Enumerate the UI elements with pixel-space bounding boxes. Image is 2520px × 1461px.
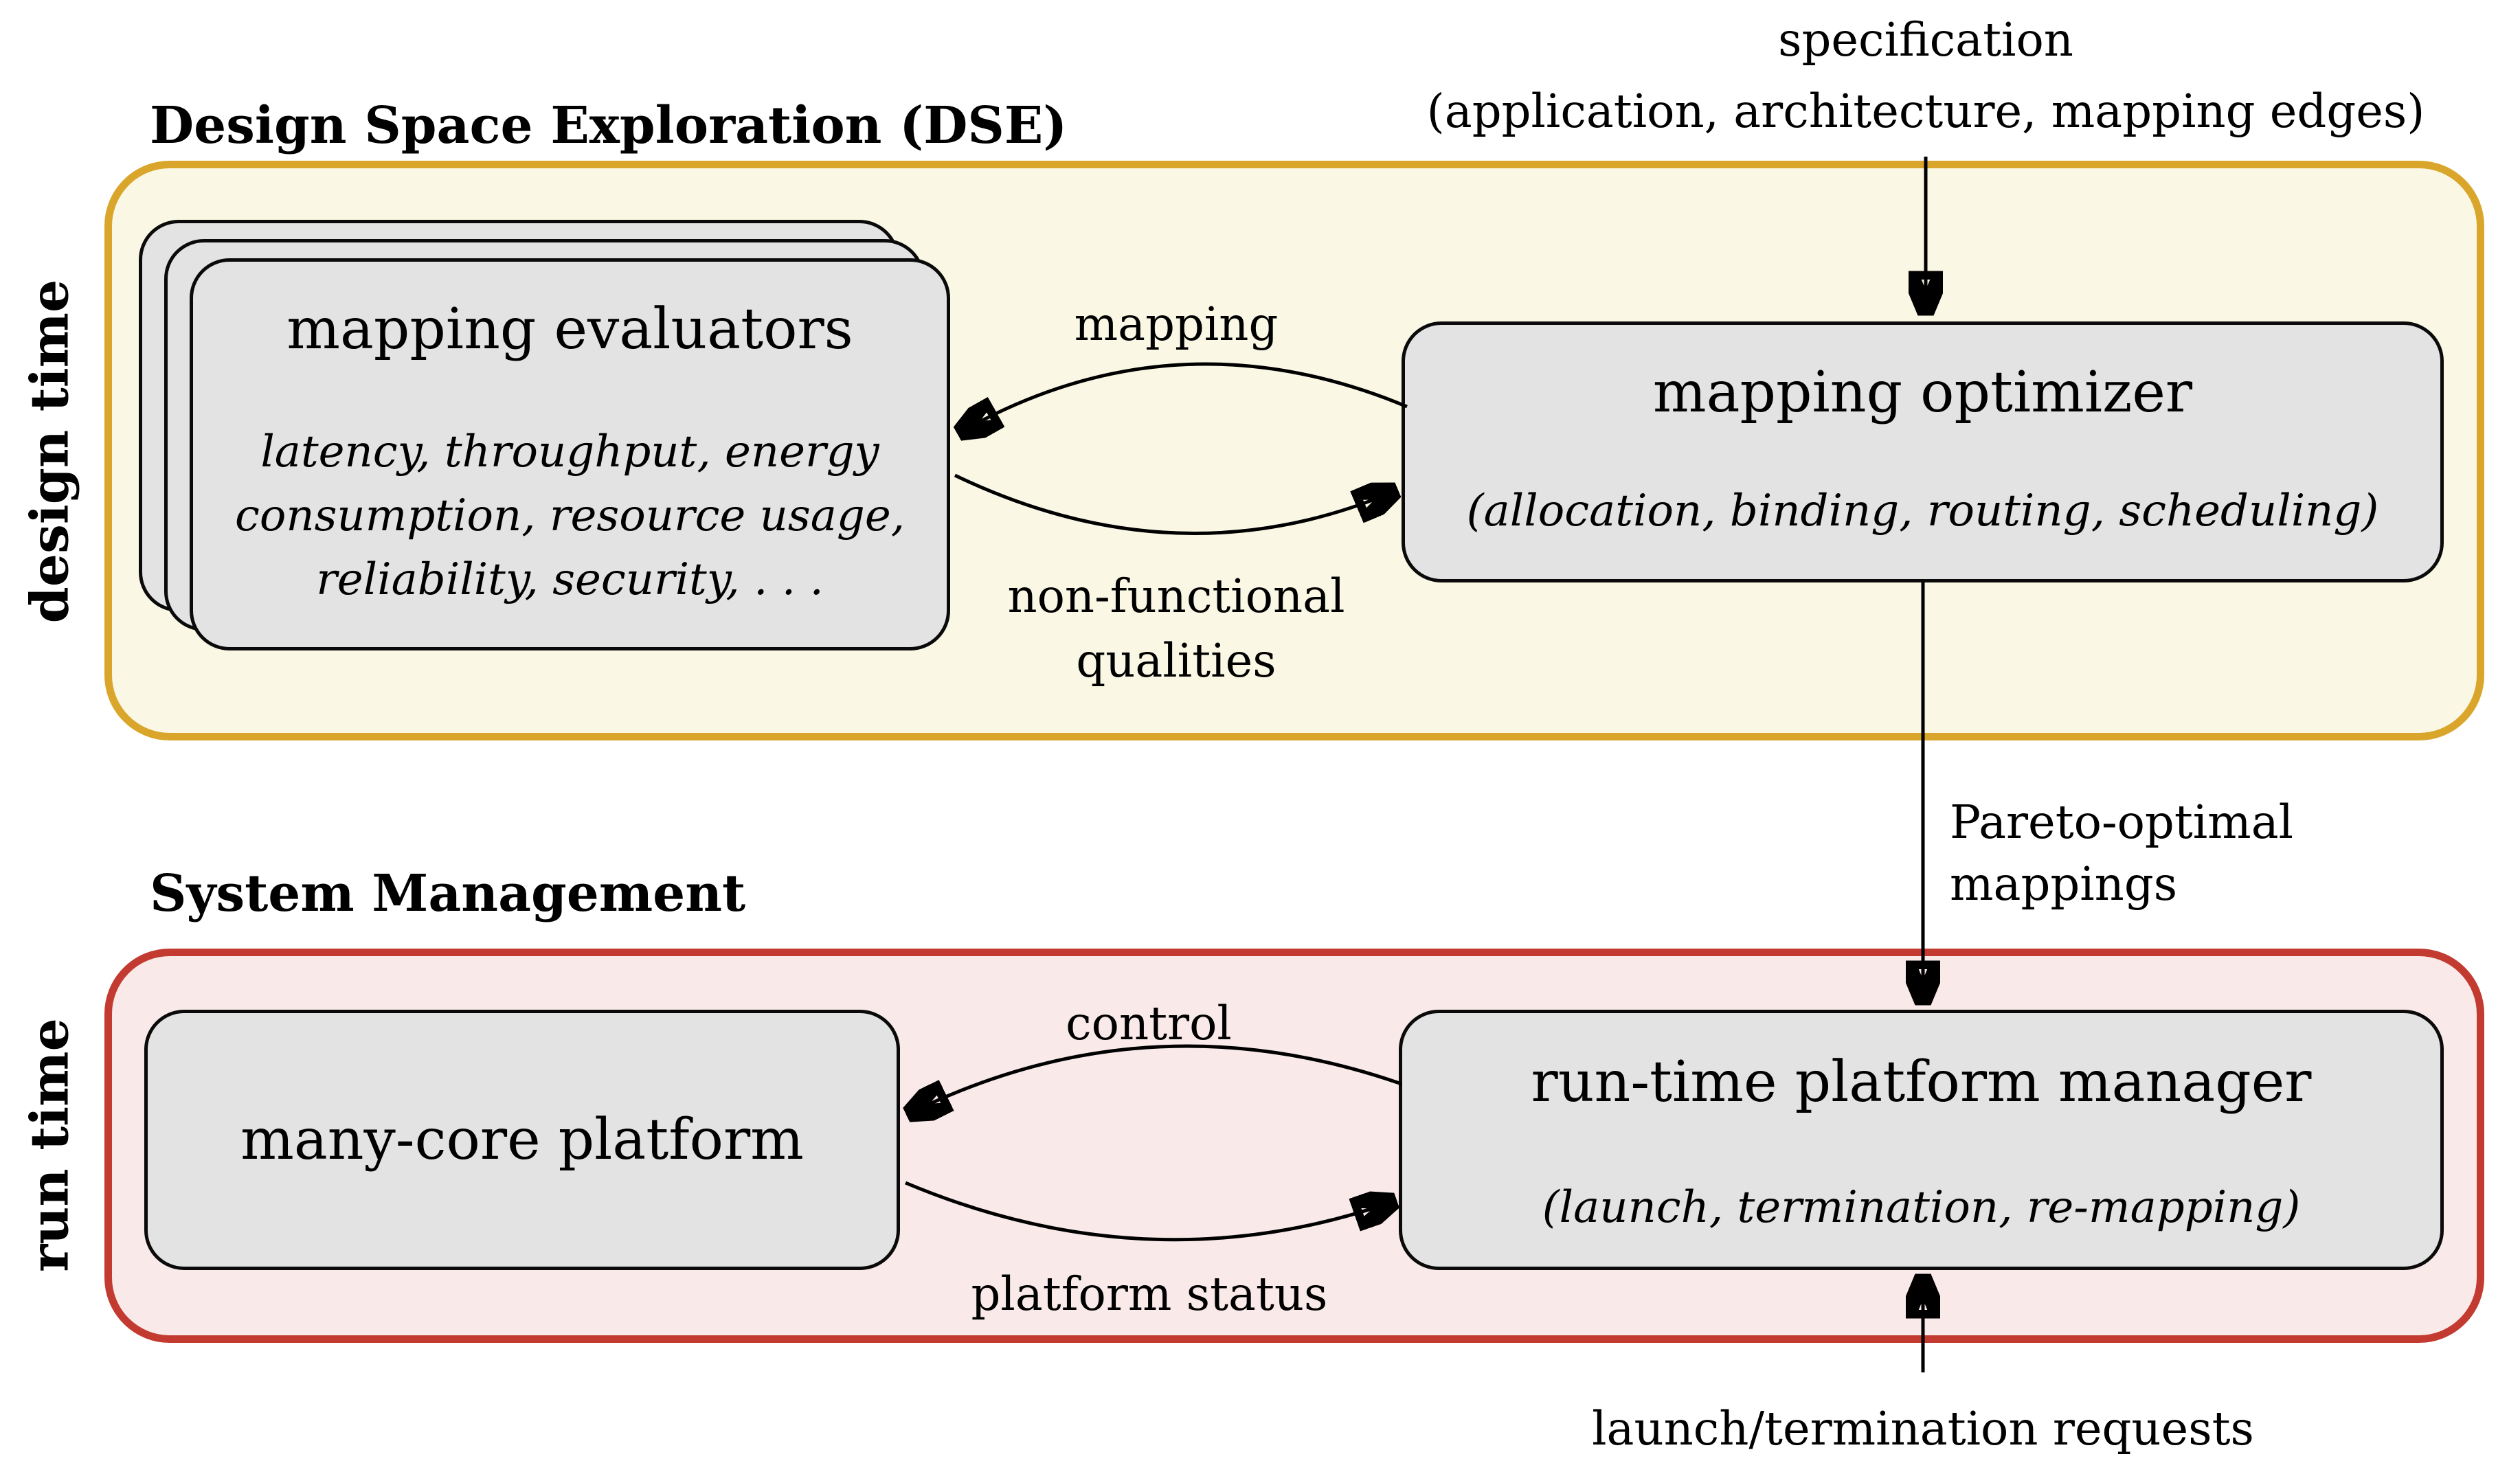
control-edge-label: control — [1066, 997, 1232, 1050]
non-functional-line1: non-functional — [1007, 569, 1345, 623]
pareto-optimal-mappings-label: Pareto-optimal mappings — [1950, 791, 2293, 916]
runtime-platform-manager-title: run-time platform manager — [1531, 1050, 2312, 1115]
specification-label-line1: specification — [1778, 13, 2073, 67]
pareto-label-line1: Pareto-optimal — [1950, 795, 2294, 849]
system-management-section-title: System Management — [150, 864, 746, 923]
evaluators-line-1: latency, throughput, energy — [260, 427, 879, 477]
pareto-label-line2: mappings — [1950, 857, 2178, 911]
many-core-platform-title: many-core platform — [240, 1107, 804, 1173]
mapping-edge-label: mapping — [1074, 297, 1279, 351]
evaluators-line-3: reliability, security, . . . — [316, 554, 824, 605]
non-functional-line2: qualities — [1076, 633, 1276, 688]
specification-label-line2: (application, architecture, mapping edge… — [1426, 84, 2425, 138]
runtime-platform-manager-subtitle: (launch, termination, re-mapping) — [1542, 1182, 2301, 1233]
runtime-platform-manager-node — [1399, 1010, 2444, 1270]
mapping-evaluators-qualities: latency, throughput, energy consumption,… — [190, 420, 950, 611]
mapping-optimizer-title: mapping optimizer — [1652, 360, 2193, 425]
non-functional-qualities-edge-label: non-functional qualities — [901, 565, 1451, 694]
dse-section-title: Design Space Exploration (DSE) — [150, 96, 1068, 155]
run-time-side-label: run time — [19, 1018, 80, 1272]
many-core-platform-node — [144, 1010, 900, 1270]
evaluators-line-2: consumption, resource usage, — [234, 490, 905, 541]
mapping-evaluators-node — [190, 258, 950, 650]
mapping-optimizer-node — [1402, 321, 2444, 582]
mapping-optimizer-subtitle: (allocation, binding, routing, schedulin… — [1466, 486, 2379, 536]
mapping-evaluators-title: mapping evaluators — [286, 297, 853, 362]
platform-status-edge-label: platform status — [971, 1267, 1328, 1321]
design-time-side-label: design time — [19, 279, 80, 624]
launch-termination-requests-label: launch/termination requests — [1592, 1402, 2254, 1456]
